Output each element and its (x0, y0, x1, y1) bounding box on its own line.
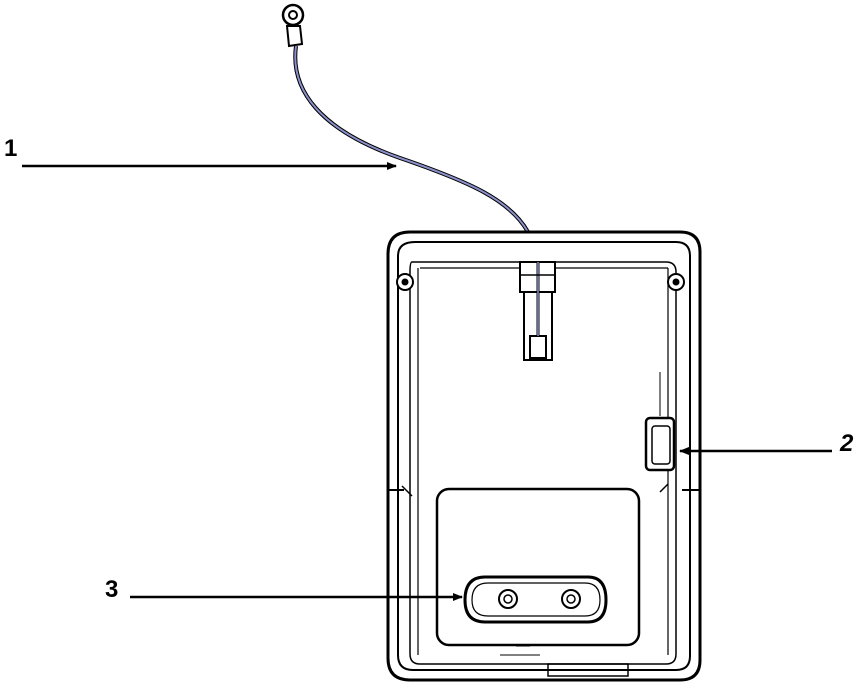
callout-label-1: 1 (4, 135, 18, 162)
callout-label-2: 2 (840, 430, 854, 457)
side-button (644, 372, 676, 472)
callout-label-3: 3 (105, 576, 119, 603)
ground-wire (281, 3, 540, 271)
housing-inner-rim (397, 241, 691, 671)
euro-socket (463, 575, 608, 624)
socket-panel (435, 487, 641, 647)
terminal-crimp (285, 25, 304, 48)
wire-clip (519, 261, 556, 361)
